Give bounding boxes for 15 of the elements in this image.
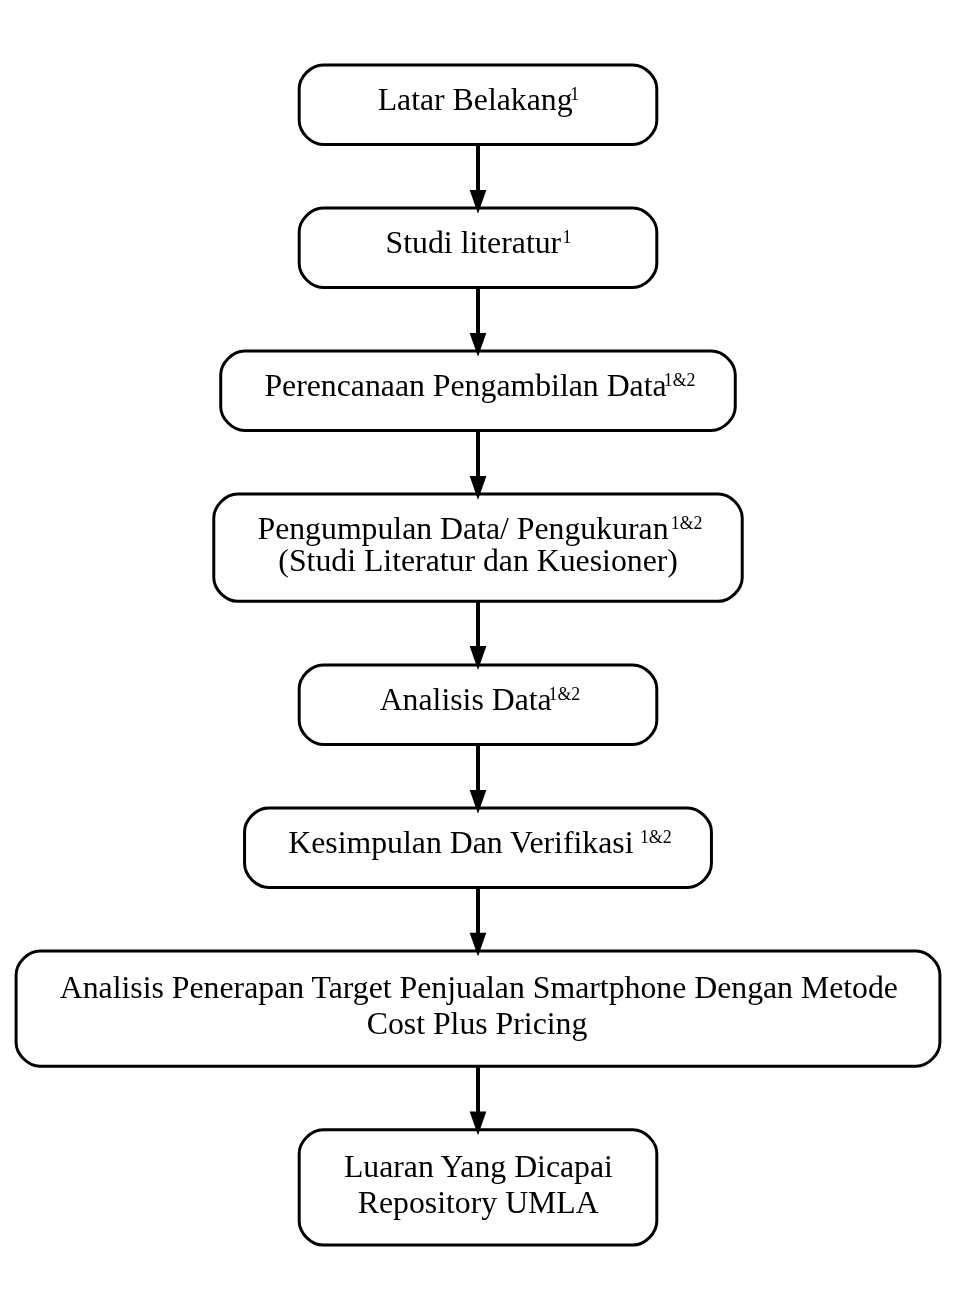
node-box: Analisis Data$^{1&2}$ [297, 663, 659, 746]
arrow [469, 601, 487, 670]
node-box: Perencanaan Pengambilan Data$^{1&2}$ [219, 349, 737, 432]
node-box: Analisis Penerapan Target Penjualan Smartphone Dengan Metode Cost Plus Pricing [14, 949, 942, 1068]
arrow [469, 144, 487, 214]
node-box: Luaran Yang Dicapai Repository UMLA [297, 1128, 659, 1247]
node-box: Latar Belakang$^{1}$ [297, 63, 659, 146]
node-box: Kesimpulan Dan Verifikasi $^{1&2}$ [243, 806, 713, 889]
node-box: Studi literatur$^{1}$ [297, 206, 659, 289]
arrow [469, 887, 487, 957]
arrow [469, 430, 487, 500]
node-box: Pengumpulan Data/ Pengukuran$^{1&2}$ (Studi Literatur dan Kuesioner) [212, 492, 744, 603]
arrow [469, 744, 487, 814]
arrow [469, 287, 487, 357]
arrow [469, 1066, 487, 1136]
